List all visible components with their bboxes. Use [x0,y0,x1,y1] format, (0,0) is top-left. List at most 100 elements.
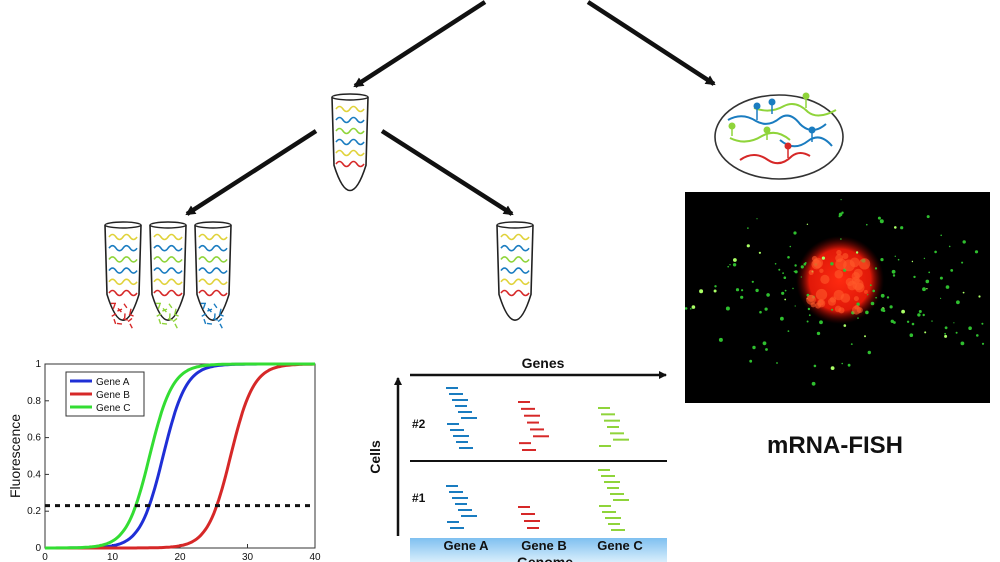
y-axis-label: Fluorescence [7,414,23,498]
mrna-strand [108,289,138,297]
nuclear-texture [863,289,868,294]
mrna-strand [153,256,183,263]
tube-outline [194,224,232,321]
x-tick-label: 20 [174,552,186,562]
gene-label-b: Gene B [521,538,567,553]
mrna-spot [850,343,853,345]
mrna-spot [741,289,744,292]
tube-outline [149,224,187,321]
mrna-strand [500,233,530,241]
mrna-spot [800,276,802,278]
mrna-spot [913,275,916,279]
mrna-spot [841,362,843,365]
mrna-spot [865,310,869,315]
cell-label-2: #2 [412,417,426,431]
fish-probes [728,92,816,158]
mrna-spot [778,268,781,271]
mrna-spot [939,276,943,280]
mrna-spot [909,333,914,337]
cdna-fragment [123,303,128,309]
mrna-spot [784,298,787,301]
mrna-strand [108,278,138,286]
nuclear-texture [820,274,830,284]
mrna-spot [781,291,785,295]
mrna-strand [500,278,530,286]
mrna-spot [901,309,905,314]
mrna-spot [813,364,817,368]
mrna-strand [335,149,365,157]
mrna-spot [793,231,797,235]
cdna-fragment [218,313,224,317]
y-tick-label: 0.6 [27,433,41,444]
cdna-fragment [167,318,173,321]
flow-arrows [185,0,716,216]
mrna-spot [944,332,946,335]
cdna-fragment [128,313,134,317]
fish-title: mRNA-FISH [767,432,903,459]
mrna-spot [690,308,692,310]
mrna-strand [108,233,138,241]
cdna-fragment [129,308,132,314]
arrow-to-qpcr [185,129,318,216]
nuclear-texture [845,277,854,287]
mrna-strand [153,244,183,252]
cdna-fragment [158,318,162,325]
mrna-spot [923,257,926,260]
mrna-spot [699,289,704,294]
mrna-spot [776,362,778,364]
mrna-spot [806,320,809,323]
mrna-strand [500,267,530,274]
source-tube [331,93,369,192]
cdna-fragment [206,322,213,325]
genome-label: Genome [517,554,573,562]
legend-label: Gene C [96,403,130,414]
mrna-spot [838,212,843,217]
mrna-spot [755,288,759,293]
mrna-spot [756,218,758,220]
mrna-spot [867,294,869,296]
mrna-strand [198,244,228,252]
nuclear-texture [853,268,863,278]
mrna-spot [974,250,979,254]
mrna-spot [922,313,925,317]
mrna-spot [751,280,754,283]
mrna-spot [794,270,798,274]
mrna-spot [780,316,784,321]
mrna-spot [774,263,777,265]
y-tick-label: 0.8 [27,396,41,407]
mrna-spot [808,314,811,317]
mrna-spot [924,331,927,334]
mrna-strand [500,256,530,263]
test-tube [331,93,369,192]
mrna-spot [944,326,948,330]
cdna-fragment [161,322,168,325]
cdna-fragment [129,323,133,329]
mrna-spot [976,334,979,337]
mrna-red-1 [739,152,811,165]
cdna-fragment [173,313,179,317]
mrna-spot [713,289,717,293]
mrna-strand [335,138,365,146]
nuclear-texture [812,257,824,269]
qpcr-tubes [104,221,232,329]
cdna-fragment [202,303,206,310]
mrna-spot [962,291,965,294]
nuclear-texture [836,249,842,256]
mrna-spot [794,305,796,307]
mrna-spot [968,326,972,330]
gene-label-c: Gene C [597,538,643,553]
cdna-fragment [162,308,168,312]
mrna-strand [153,278,183,286]
y-tick-label: 1 [35,359,41,370]
mrna-spot [766,293,770,297]
mrna-spot [911,322,915,326]
mrna-spot [955,331,958,334]
mrna-spot [894,255,896,257]
mrna-spot [747,227,749,229]
mrna-spot [735,288,740,292]
mrna-spot [816,331,821,336]
cdna-fragment [122,318,128,321]
tube-rim [496,221,534,229]
